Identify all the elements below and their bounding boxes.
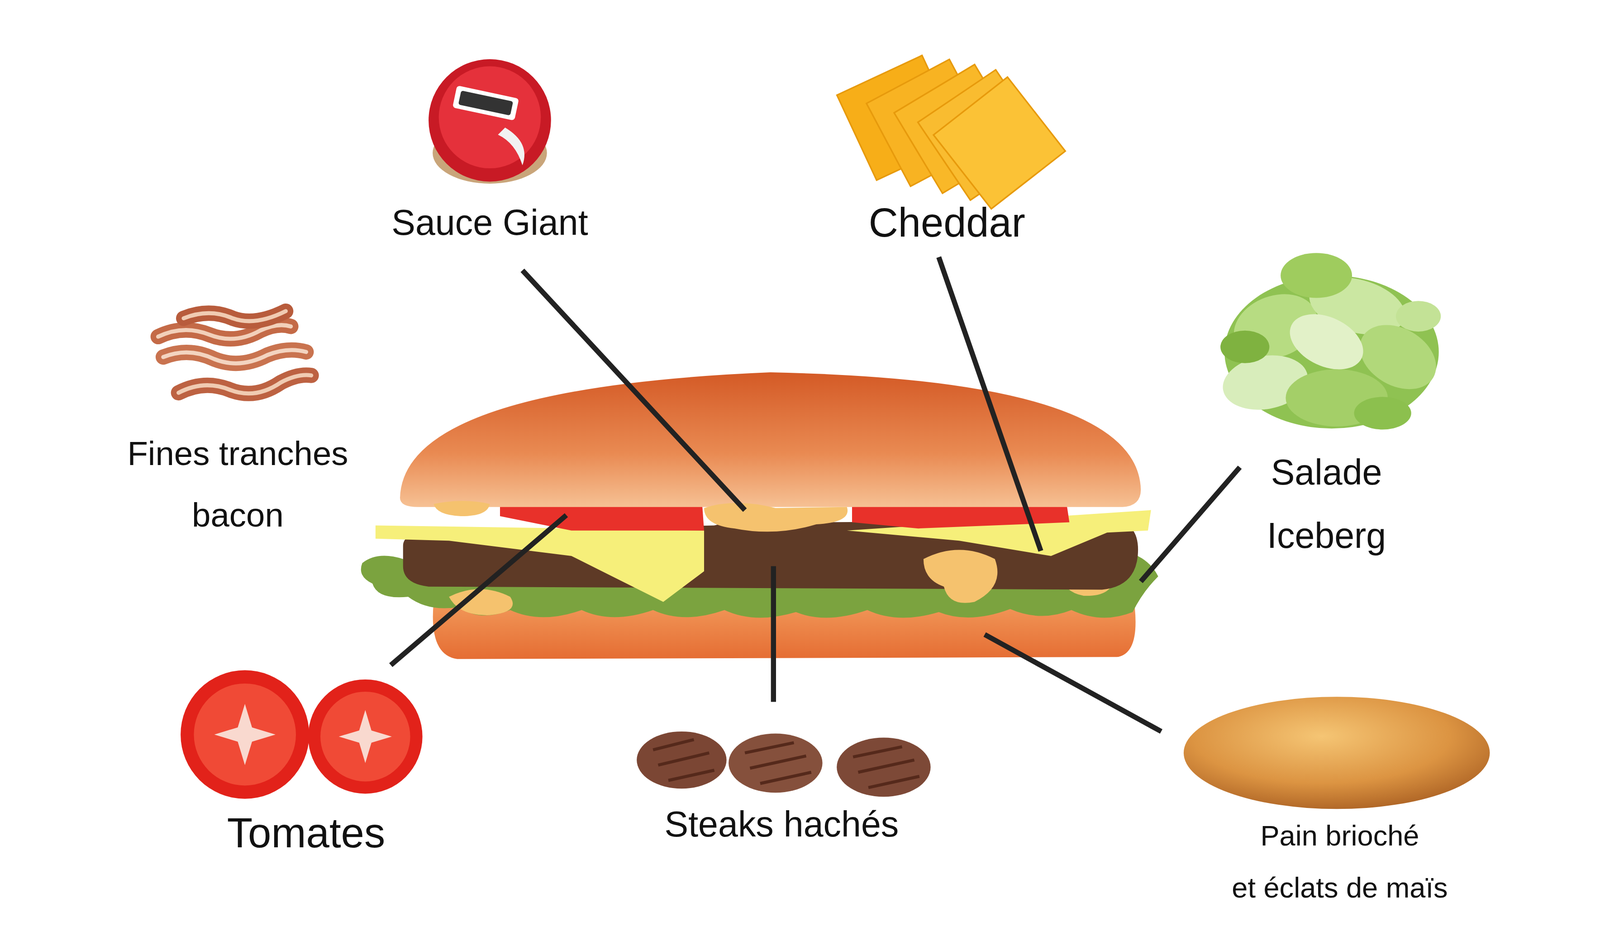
bacon-fat (158, 325, 291, 339)
grill-mark (658, 752, 710, 766)
lettuce-leaf (1280, 252, 1353, 298)
ingredient-label: Fines tranches bacon (127, 423, 348, 547)
tomato-core (338, 710, 392, 764)
lettuce-leaf (1395, 300, 1441, 332)
steak-patty (636, 731, 727, 789)
grill-mark (652, 739, 694, 751)
ingredient-label: Pain brioché et éclats de maïs (1231, 810, 1448, 915)
sauce-blob (433, 500, 490, 517)
bacon-fat (183, 311, 286, 322)
leader-line (771, 566, 777, 703)
grill-mark (868, 776, 920, 788)
tomato-flesh (320, 691, 410, 782)
sauce-cup-logo (458, 90, 514, 116)
ingredient-label: Steaks hachés (664, 803, 900, 847)
tomato-half (308, 679, 423, 795)
grill-mark (749, 756, 806, 769)
brioche-bun (1183, 696, 1491, 810)
tomato-flesh (193, 683, 296, 786)
ingredient-label: Cheddar (868, 197, 1026, 247)
lettuce-leaf (1354, 396, 1412, 430)
grill-mark (744, 742, 794, 754)
lettuce-leaf (1280, 303, 1372, 381)
bacon-strip (183, 311, 286, 322)
sauce-blob (704, 503, 848, 533)
sauce-cup-logo (452, 85, 520, 121)
bacon-strip (178, 375, 312, 394)
tomato-core (214, 704, 276, 766)
sauce-cup-swoosh (497, 127, 524, 166)
leader-line (522, 270, 746, 511)
lettuce-pile (1218, 252, 1448, 430)
grill-mark (668, 770, 715, 781)
ingredient-label: Sauce Giant (391, 200, 588, 244)
lettuce-leaf (1220, 330, 1270, 364)
grill-mark (858, 760, 915, 773)
leader-line (938, 257, 1042, 551)
sauce-cup-lid (438, 66, 542, 169)
tomato-half (180, 670, 310, 800)
steak-patty (728, 733, 823, 793)
sauce-blob (923, 549, 998, 603)
leader-line (984, 634, 1162, 732)
ingredient-label: Tomates (227, 808, 386, 859)
grill-mark (760, 772, 812, 784)
bacon-fat (163, 350, 307, 364)
steak-patty (836, 737, 931, 797)
bacon-strip (158, 325, 291, 339)
bacon-fat (178, 375, 312, 394)
sauce-cup-lid (428, 59, 552, 182)
leader-line (390, 515, 567, 666)
ingredient-label: Salade Iceberg (1266, 440, 1386, 568)
grill-mark (852, 747, 902, 758)
top-bun (400, 372, 1141, 508)
sauce-blob (448, 589, 513, 616)
leader-line (1140, 467, 1240, 582)
cheddar-slice (933, 76, 1066, 209)
bacon-strip (163, 350, 307, 364)
